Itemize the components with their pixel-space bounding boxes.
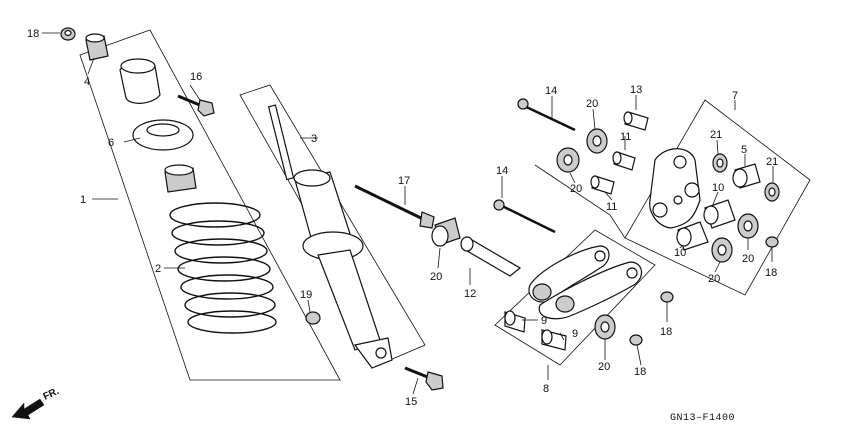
arm-assembly-outline xyxy=(624,99,811,296)
collar-5 xyxy=(732,163,761,189)
callout-20: 20 xyxy=(586,98,598,110)
front-direction-indicator: FR. xyxy=(11,386,61,420)
callout-10: 10 xyxy=(674,247,686,259)
link-8 xyxy=(528,245,643,320)
seal-20-lower xyxy=(594,314,616,340)
bolt-14-mid xyxy=(493,199,556,234)
callout-20: 20 xyxy=(430,271,442,283)
bolt-14-top xyxy=(517,98,576,132)
front-arrow-icon xyxy=(11,398,45,420)
callout-9: 9 xyxy=(541,315,547,327)
nut-19 xyxy=(305,311,321,325)
callout-10: 10 xyxy=(712,182,724,194)
damper-3 xyxy=(267,104,393,369)
callout-6: 6 xyxy=(108,137,114,149)
collar-11-upper xyxy=(612,151,636,171)
callout-20: 20 xyxy=(598,361,610,373)
callout-8: 8 xyxy=(543,383,549,395)
collar-10-lower xyxy=(676,221,709,251)
callout-1: 1 xyxy=(80,194,86,206)
leader-lines xyxy=(42,32,774,395)
collar-10-upper xyxy=(703,199,736,229)
bolt-16 xyxy=(177,94,215,117)
seal-20-arm-lower xyxy=(711,237,733,263)
callout-15: 15 xyxy=(405,396,417,408)
nut-18-link xyxy=(629,334,643,346)
callout-21: 21 xyxy=(766,156,778,168)
seal-21-right xyxy=(764,182,780,202)
callout-14: 14 xyxy=(545,85,557,97)
callout-5: 5 xyxy=(741,144,747,156)
pipe-12 xyxy=(460,236,522,277)
callout-13: 13 xyxy=(630,84,642,96)
diagram-code: GN13–F1400 xyxy=(670,413,735,424)
arm-bracket-line xyxy=(534,164,626,239)
callout-21: 21 xyxy=(710,129,722,141)
collar-20-mid xyxy=(556,147,580,173)
dust-seal-20-left xyxy=(431,217,461,247)
callout-9: 9 xyxy=(572,328,578,340)
callout-19: 19 xyxy=(300,289,312,301)
callout-12: 12 xyxy=(464,288,476,300)
callout-20: 20 xyxy=(742,253,754,265)
bolt-15 xyxy=(404,366,444,391)
nut-18-arm xyxy=(765,236,779,248)
callout-18: 18 xyxy=(634,366,646,378)
shock-assembly-outline xyxy=(79,29,341,381)
spring-seat-6 xyxy=(132,119,194,151)
seal-20-arm-upper xyxy=(737,213,759,239)
callout-16: 16 xyxy=(190,71,202,83)
callout-labels: 18 4 16 6 3 1 2 19 15 17 20 12 14 20 13 … xyxy=(27,28,778,408)
collar-13 xyxy=(623,111,649,131)
callout-14: 14 xyxy=(496,165,508,177)
stopper-rubber xyxy=(164,164,197,193)
callout-17: 17 xyxy=(398,175,410,187)
collar-9-right xyxy=(541,329,567,351)
callout-18: 18 xyxy=(660,326,672,338)
spring-2 xyxy=(169,202,277,334)
shock-arm-7 xyxy=(649,148,701,229)
nut-18-mid xyxy=(660,291,674,303)
callout-11: 11 xyxy=(620,131,631,143)
collar-20-top xyxy=(586,128,608,154)
callout-11: 11 xyxy=(606,201,617,213)
bushing-4 xyxy=(85,33,109,61)
front-label: FR. xyxy=(42,386,61,403)
callout-20: 20 xyxy=(570,183,582,195)
collar-11-lower xyxy=(590,175,615,195)
bolt-17 xyxy=(354,184,435,229)
cushion-collar xyxy=(119,58,161,104)
callout-2: 2 xyxy=(155,263,161,275)
callout-7: 7 xyxy=(732,90,738,102)
callout-3: 3 xyxy=(311,133,317,145)
nut-18-top xyxy=(60,27,76,41)
callout-18: 18 xyxy=(27,28,39,40)
callout-20: 20 xyxy=(708,273,720,285)
collar-9-left xyxy=(504,310,526,333)
callout-4: 4 xyxy=(84,76,90,88)
callout-18: 18 xyxy=(765,267,777,279)
seal-21-left xyxy=(712,153,728,173)
